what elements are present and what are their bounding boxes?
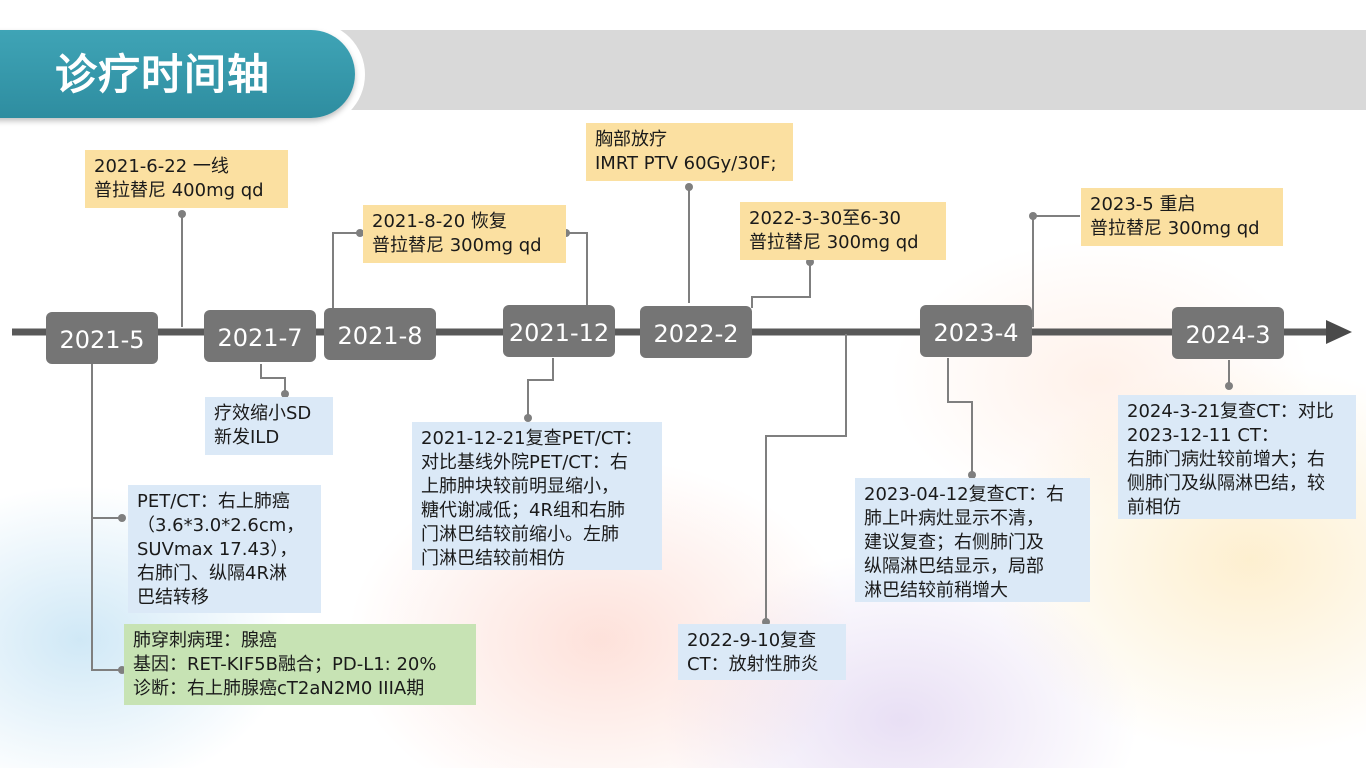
- note-2021-12-21: 2021-12-21复查PET/CT： 对比基线外院PET/CT：右 上肺肿块较…: [412, 422, 662, 570]
- dot-n1: [178, 210, 186, 218]
- note-efficacy-sd: 疗效缩小SD 新发ILD: [205, 397, 333, 455]
- connector-n5: [1032, 215, 1080, 327]
- note-2023-04-12: 2023-04-12复查CT：右 肺上叶病灶显示不清， 建议复查；右侧肺门及 纵…: [855, 478, 1090, 602]
- note-2024-3-21: 2024-3-21复查CT：对比 2023-12-11 CT： 右肺门病灶较前增…: [1118, 395, 1356, 519]
- connector-n7-n8: [91, 364, 122, 671]
- dot-n2a: [356, 229, 364, 237]
- dot-n5: [1029, 212, 1037, 220]
- connector-n6: [260, 364, 286, 394]
- timeline-arrowhead: [1326, 320, 1352, 344]
- note-2022-9-10: 2022-9-10复查 CT：放射性肺炎: [678, 624, 846, 680]
- note-pathology: 肺穿刺病理：腺癌 基因：RET-KIF5B融合；PD-L1: 20% 诊断：右上…: [124, 624, 476, 705]
- year-2023-4: 2023-4: [920, 305, 1032, 357]
- dot-n9: [524, 414, 532, 422]
- dot-n4: [806, 258, 814, 266]
- year-2022-2: 2022-2: [640, 306, 752, 358]
- dot-n12: [1225, 382, 1233, 390]
- title-pill: [0, 30, 355, 118]
- note-2023-5: 2023-5 重启 普拉替尼 300mg qd: [1081, 188, 1283, 246]
- year-2021-5: 2021-5: [46, 312, 158, 364]
- dot-n11: [968, 471, 976, 479]
- dot-n3: [685, 183, 693, 191]
- year-2021-12: 2021-12: [503, 305, 615, 357]
- note-2021-8-20: 2021-8-20 恢复 普拉替尼 300mg qd: [363, 205, 566, 263]
- dot-n7: [118, 514, 126, 522]
- year-2024-3: 2024-3: [1172, 307, 1284, 359]
- note-2022-3-30: 2022-3-30至6-30 普拉替尼 300mg qd: [740, 202, 946, 260]
- note-radiotherapy: 胸部放疗 IMRT PTV 60Gy/30F;: [586, 123, 793, 181]
- connector-n10: [765, 334, 847, 622]
- connector-n4: [751, 262, 811, 308]
- connector-n2-left: [332, 232, 360, 308]
- note-2021-6-22: 2021-6-22 一线 普拉替尼 400mg qd: [85, 150, 288, 208]
- year-2021-7: 2021-7: [204, 310, 316, 362]
- note-pet-ct: PET/CT：右上肺癌 （3.6*3.0*2.6cm， SUVmax 17.43…: [128, 485, 321, 613]
- dot-n6: [281, 390, 289, 398]
- year-2021-8: 2021-8: [324, 308, 436, 360]
- connector-n2-right: [566, 232, 588, 305]
- connector-n9: [527, 358, 554, 418]
- connector-n11: [947, 358, 973, 475]
- page-title: 诊疗时间轴: [55, 50, 271, 99]
